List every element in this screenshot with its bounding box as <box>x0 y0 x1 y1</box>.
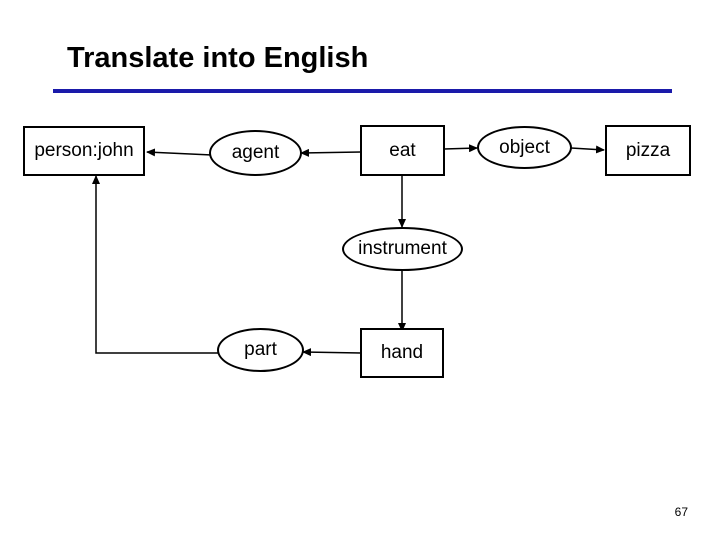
node-object: object <box>477 126 572 169</box>
node-eat: eat <box>360 125 445 176</box>
node-instrument-label: instrument <box>358 238 447 259</box>
node-person-john: person:john <box>23 126 145 176</box>
arrow-object-to-pizza <box>570 145 605 154</box>
arrow-eat-to-object <box>443 144 478 153</box>
arrow-eat-to-agent <box>300 148 362 157</box>
node-part-label: part <box>244 339 277 360</box>
node-agent-label: agent <box>231 142 280 163</box>
slide-title: Translate into English <box>67 42 369 74</box>
node-person-john-label: person:john <box>34 140 134 161</box>
title-underline <box>53 89 672 93</box>
node-pizza-label: pizza <box>625 139 671 161</box>
node-instrument: instrument <box>342 227 463 271</box>
arrow-agent-to-person <box>146 148 213 157</box>
arrow-part-to-person <box>92 175 218 354</box>
node-pizza: pizza <box>605 125 691 176</box>
node-eat-label: eat <box>389 139 416 161</box>
node-agent: agent <box>209 130 302 176</box>
node-part: part <box>217 328 304 372</box>
node-hand-label: hand <box>380 342 424 363</box>
arrow-hand-to-part <box>302 348 362 357</box>
page-number: 67 <box>674 505 688 519</box>
node-hand: hand <box>360 328 444 378</box>
node-object-label: object <box>499 136 550 158</box>
